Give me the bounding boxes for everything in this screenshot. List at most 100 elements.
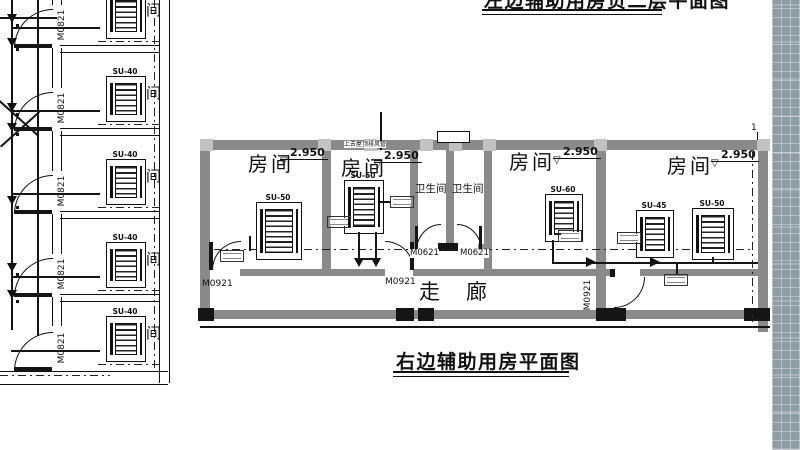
centerline (98, 207, 160, 209)
flow-arrow-icon (7, 196, 17, 205)
flow-arrow-icon (7, 290, 17, 299)
door-swing-icon (14, 9, 53, 48)
pipe-tag (327, 216, 351, 228)
wall (446, 150, 454, 250)
plan-title: 右边辅助用房平面图 (396, 351, 581, 373)
wall (52, 48, 62, 88)
column-pad (744, 308, 770, 321)
pipe-line (11, 193, 100, 195)
wall (438, 243, 458, 251)
hatch-region (772, 0, 800, 450)
wall (52, 214, 62, 254)
centerline (98, 290, 160, 292)
pipe-line (249, 236, 251, 251)
door-tag: M0921 (202, 279, 233, 289)
wall (60, 128, 159, 136)
wall (0, 371, 168, 385)
pipe-line (378, 201, 390, 203)
column-pad (198, 308, 214, 321)
unit-tag: SU-50 (699, 199, 725, 208)
door-swing-icon (14, 332, 53, 371)
flow-arrow-icon (7, 38, 17, 47)
door-tag: M0821 (57, 332, 67, 364)
bathroom-label: 卫生间 (415, 183, 447, 195)
pipe-tag (617, 232, 641, 244)
fan-coil-unit-icon (256, 202, 302, 260)
door-leaf (479, 226, 482, 250)
title-underline (393, 371, 569, 377)
pipe-line (11, 276, 100, 278)
pipe-tag (664, 274, 688, 286)
flow-arrow-icon (7, 103, 17, 112)
flow-arrow-icon (586, 257, 596, 267)
elevation-mark: 2.950 (711, 149, 759, 170)
door-nub (610, 269, 615, 277)
duct-note: 上去屋顶排风管 (344, 141, 387, 148)
elevation-mark: 2.950 (280, 147, 328, 168)
unit-tag: SU-45 (641, 201, 667, 210)
door-tag: M0821 (57, 258, 67, 290)
pipe-line (358, 258, 376, 260)
door-tag: M0821 (57, 92, 67, 124)
wall (322, 150, 331, 269)
column-pad (396, 308, 414, 321)
room-label: 房间 (667, 154, 713, 178)
pipe-node (16, 24, 19, 27)
title-underline (482, 9, 662, 15)
unit-tag: SU-40 (112, 67, 138, 76)
door-swing-icon (14, 92, 53, 131)
door-leaf (415, 226, 418, 250)
door-swing-icon (416, 224, 441, 251)
wall (758, 148, 768, 332)
wall (159, 0, 170, 383)
door-leaf (14, 367, 52, 371)
unit-tag: SU-60 (550, 185, 576, 194)
pipe-line (358, 232, 360, 259)
riser-line (37, 0, 39, 336)
flow-arrow-icon (650, 257, 660, 267)
fan-coil-unit-icon (106, 76, 146, 122)
centerline (752, 152, 754, 328)
door-tag: M0621 (460, 248, 489, 258)
wall (413, 269, 596, 276)
centerline (154, 0, 156, 370)
door-tag: M0821 (57, 9, 67, 41)
column-pad (200, 139, 213, 151)
door-leaf (14, 293, 52, 297)
wall (60, 45, 159, 53)
unit-tag: SU-40 (112, 150, 138, 159)
wall (52, 131, 62, 171)
pipe-line (11, 350, 100, 352)
wall (640, 269, 758, 276)
pipe-tag (558, 230, 582, 242)
door-swing-icon (212, 241, 241, 270)
door-tag: M0821 (57, 175, 67, 207)
flow-arrow-icon (7, 14, 17, 23)
door-leaf (14, 127, 52, 131)
wall (52, 0, 62, 5)
wall (52, 297, 62, 326)
pipe-line (712, 257, 714, 264)
fan-coil-unit-icon (106, 242, 146, 288)
wall (200, 140, 210, 318)
wall (200, 310, 770, 319)
roof-opening (437, 131, 470, 143)
column-pad (596, 308, 626, 321)
door-tag: M0921 (583, 279, 593, 311)
pipe-node (16, 273, 19, 276)
pipe-node (16, 300, 19, 303)
pipe-node (16, 133, 19, 136)
fan-coil-unit-icon (636, 210, 674, 258)
duct-riser-line (380, 112, 382, 150)
door-leaf (14, 210, 52, 214)
door-leaf (209, 242, 213, 270)
fan-coil-unit-icon (106, 316, 146, 362)
door-tag: M0921 (385, 277, 416, 287)
door-tag: M0621 (410, 248, 439, 258)
fan-coil-unit-icon (692, 208, 734, 260)
corridor-label: 走廊 (419, 280, 513, 304)
column-pad (420, 139, 433, 151)
flow-arrow-icon (354, 258, 364, 267)
flow-arrow-icon (7, 123, 17, 132)
